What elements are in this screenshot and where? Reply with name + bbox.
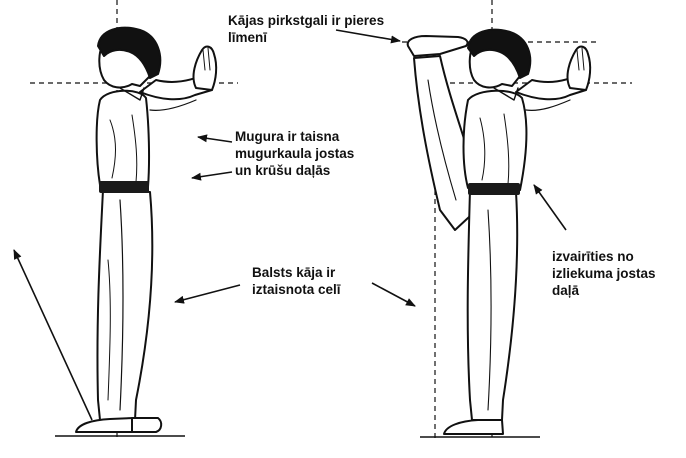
annotation-avoid: izvairīties no izliekuma jostas daļā [552, 248, 656, 299]
annotation-avoid-line-2: izliekuma jostas [552, 265, 656, 282]
right-figure-support-leg [468, 190, 518, 420]
annotation-avoid-line-3: daļā [552, 282, 656, 299]
arrow-back-lower [192, 172, 232, 178]
annotation-support-leg-line-1: Balsts kāja ir [252, 264, 341, 281]
annotation-toes-line-1: Kājas pirkstgali ir pieres [228, 12, 384, 29]
annotation-avoid-line-1: izvairīties no [552, 248, 656, 265]
annotation-toes-line-2: līmenī [228, 29, 384, 46]
right-figure-support-foot [444, 420, 503, 434]
annotation-back-line-3: un krūšu daļās [235, 162, 354, 179]
annotation-back: Mugura ir taisna mugurkaula jostas un kr… [235, 128, 354, 179]
annotation-toes: Kājas pirkstgali ir pieres līmenī [228, 12, 384, 46]
arrow-support-leg-right [372, 283, 415, 306]
annotation-back-line-1: Mugura ir taisna [235, 128, 354, 145]
right-figure-belt [468, 183, 520, 195]
right-figure-raised-foot [408, 36, 468, 56]
arrow-lean-left [14, 250, 92, 420]
right-figure-jacket [464, 91, 527, 190]
left-figure-belt [99, 181, 149, 193]
arrow-support-leg-left [175, 285, 240, 302]
annotation-support-leg-line-2: iztaisnota celī [252, 281, 341, 298]
annotation-support-leg: Balsts kāja ir iztaisnota celī [252, 264, 341, 298]
arrow-back-upper [198, 137, 232, 142]
arrow-avoid [534, 185, 566, 230]
annotation-back-line-2: mugurkaula jostas [235, 145, 354, 162]
left-figure-trousers [97, 190, 152, 420]
left-figure-foot [76, 418, 134, 432]
left-figure-jacket [97, 91, 149, 187]
figure-left [76, 28, 216, 432]
ground-lines [55, 436, 540, 437]
